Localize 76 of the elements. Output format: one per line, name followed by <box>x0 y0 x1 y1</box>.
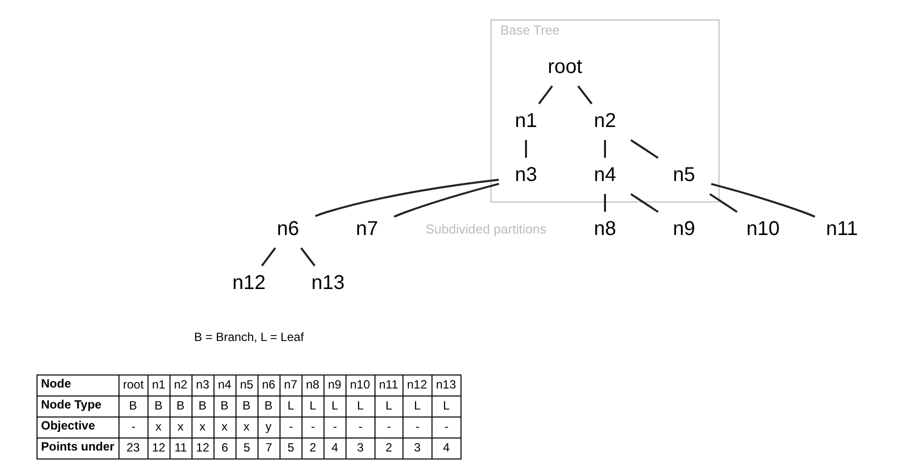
node-text: n10 <box>746 218 780 240</box>
label: n7 <box>284 378 298 392</box>
node-text: n12 <box>232 272 266 294</box>
label: y <box>266 420 272 434</box>
label: 4 <box>332 440 338 455</box>
label: x <box>222 420 228 434</box>
label: Node <box>41 376 71 391</box>
label: B = Branch, L = Leaf <box>194 330 304 344</box>
node-text: n7 <box>356 218 378 240</box>
node-text: n4 <box>594 164 616 186</box>
label: 12 <box>196 440 210 455</box>
label: 2 <box>386 440 392 455</box>
label: x <box>156 420 162 434</box>
label: 11 <box>174 440 187 455</box>
label: n12 <box>407 378 428 392</box>
label: 2 <box>310 440 316 455</box>
node-text: root <box>548 56 582 78</box>
label: L <box>443 398 450 413</box>
label: 3 <box>357 440 364 455</box>
label: - <box>311 420 315 434</box>
node-text: n3 <box>514 164 538 186</box>
label: - <box>444 420 448 434</box>
label: n2 <box>174 378 188 392</box>
label: 23 <box>126 440 140 455</box>
label: Objective <box>41 418 96 433</box>
label: B <box>264 398 273 413</box>
label: - <box>289 420 293 434</box>
label: - <box>416 420 420 434</box>
label: 6 <box>222 440 228 455</box>
label: x <box>178 420 184 434</box>
label: n3 <box>196 378 210 392</box>
label: L <box>357 398 364 413</box>
label: Node Type <box>41 398 102 412</box>
label: n6 <box>262 378 276 392</box>
label: n10 <box>350 378 370 392</box>
label: n8 <box>306 378 320 392</box>
node-text: n13 <box>311 272 345 294</box>
node-text: n8 <box>594 218 616 240</box>
label: L <box>414 398 421 413</box>
node-text: n2 <box>594 110 616 132</box>
label: B <box>198 398 207 413</box>
node-text: n6 <box>276 218 300 240</box>
label: B <box>242 398 251 413</box>
label: 3 <box>414 440 421 455</box>
node-text: n9 <box>672 218 696 240</box>
label: L <box>386 398 392 413</box>
label: n1 <box>152 378 166 392</box>
label: - <box>132 420 136 434</box>
label: - <box>333 420 337 434</box>
label: n9 <box>328 378 342 392</box>
label: n4 <box>218 378 232 392</box>
node-text: n11 <box>826 218 858 240</box>
label: L <box>310 398 316 413</box>
label: B <box>129 398 138 413</box>
label: B <box>154 398 163 413</box>
label: B <box>220 398 229 413</box>
node-text: n1 <box>514 110 538 132</box>
label: 4 <box>443 440 450 455</box>
label: root <box>123 378 144 392</box>
label: 5 <box>244 440 250 455</box>
label: 7 <box>266 440 272 455</box>
label: B <box>176 398 185 413</box>
node-text: n5 <box>672 164 696 186</box>
label: - <box>358 420 362 434</box>
label: n13 <box>436 378 456 392</box>
label: n11 <box>379 378 398 392</box>
label: Subdivided partitions <box>426 221 546 236</box>
label: - <box>387 420 391 434</box>
label: L <box>332 398 338 413</box>
label: L <box>288 398 294 413</box>
label: n5 <box>240 378 254 392</box>
label: 12 <box>152 440 166 455</box>
label: 5 <box>288 440 294 455</box>
label: x <box>200 420 206 434</box>
label: Points under <box>41 440 114 454</box>
label: x <box>244 420 250 434</box>
